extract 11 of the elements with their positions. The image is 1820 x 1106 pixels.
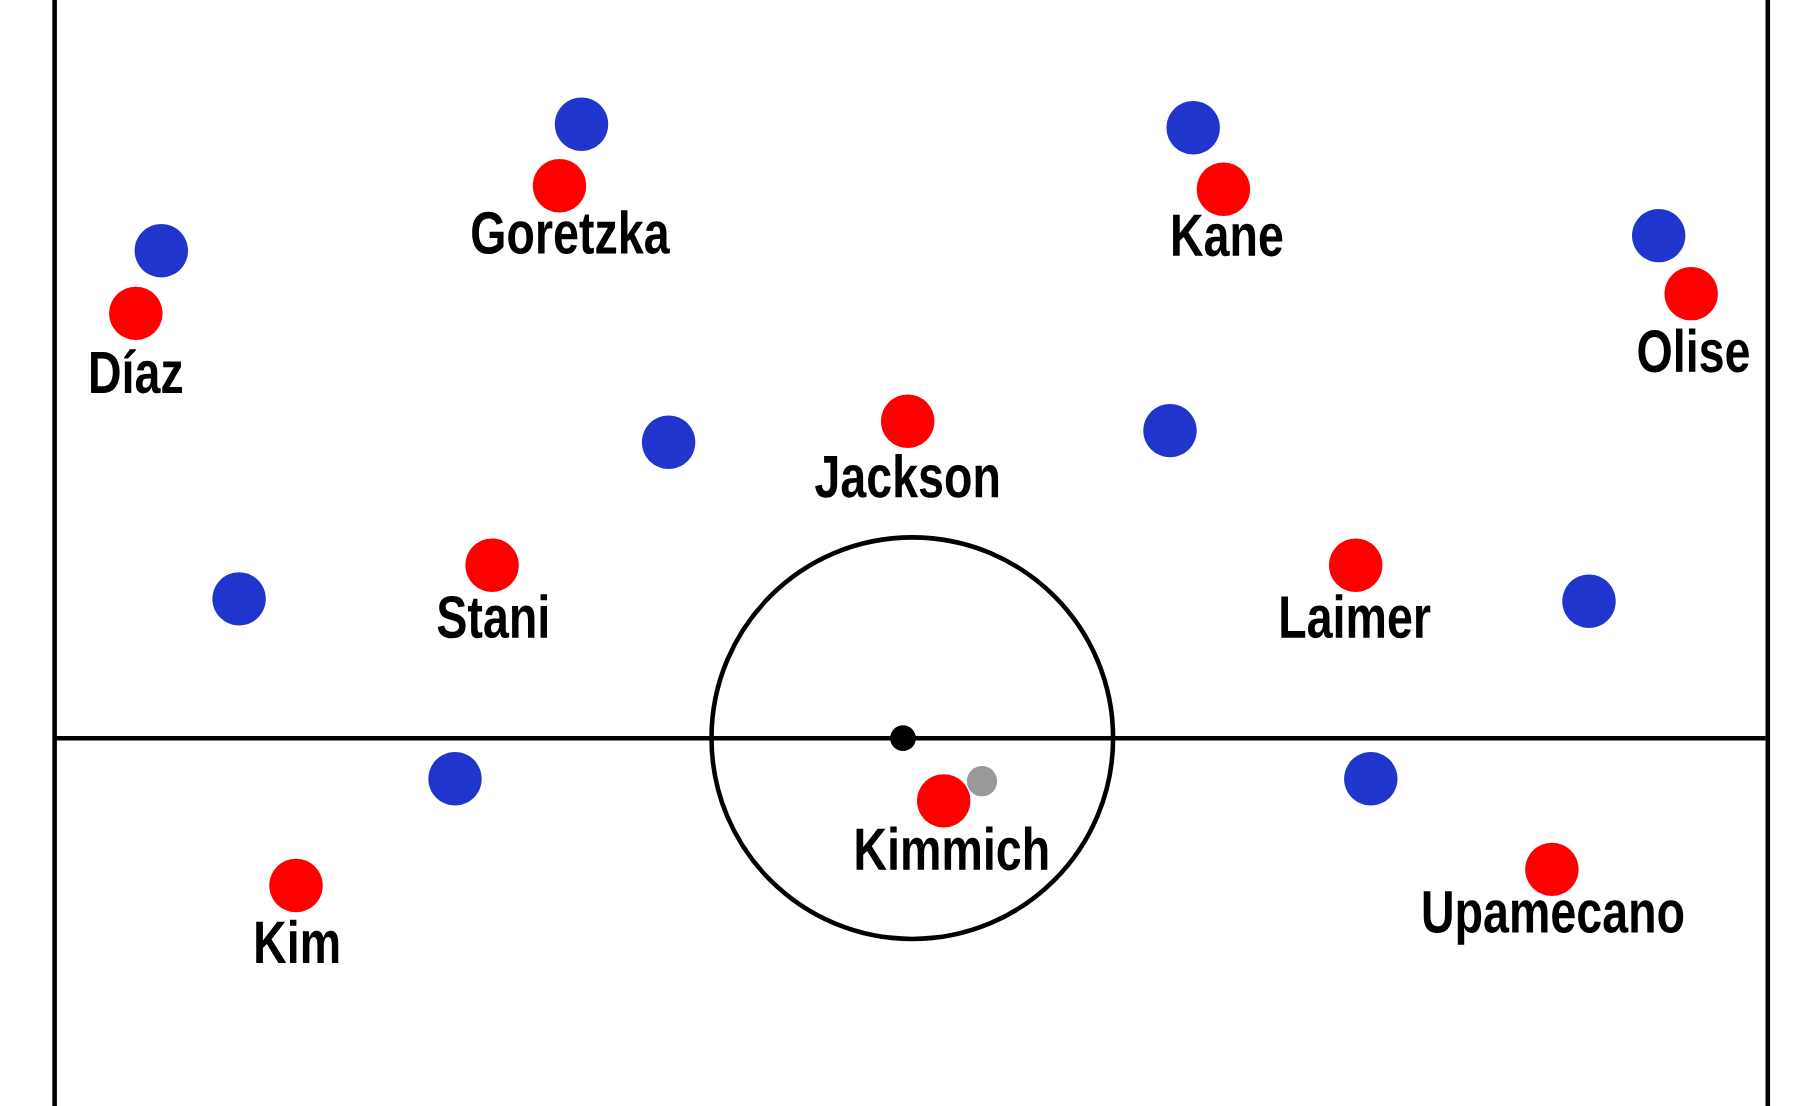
player-dot	[1562, 574, 1616, 628]
player-dot	[134, 224, 188, 278]
player-dot	[1632, 208, 1686, 263]
player-dot	[212, 572, 266, 626]
player-dot	[1166, 101, 1220, 155]
player-dot	[428, 752, 482, 806]
player-dot	[554, 97, 609, 151]
player-dot	[641, 415, 696, 469]
ball	[966, 766, 998, 797]
player-dot	[1143, 403, 1197, 458]
player-dot	[1344, 752, 1398, 806]
